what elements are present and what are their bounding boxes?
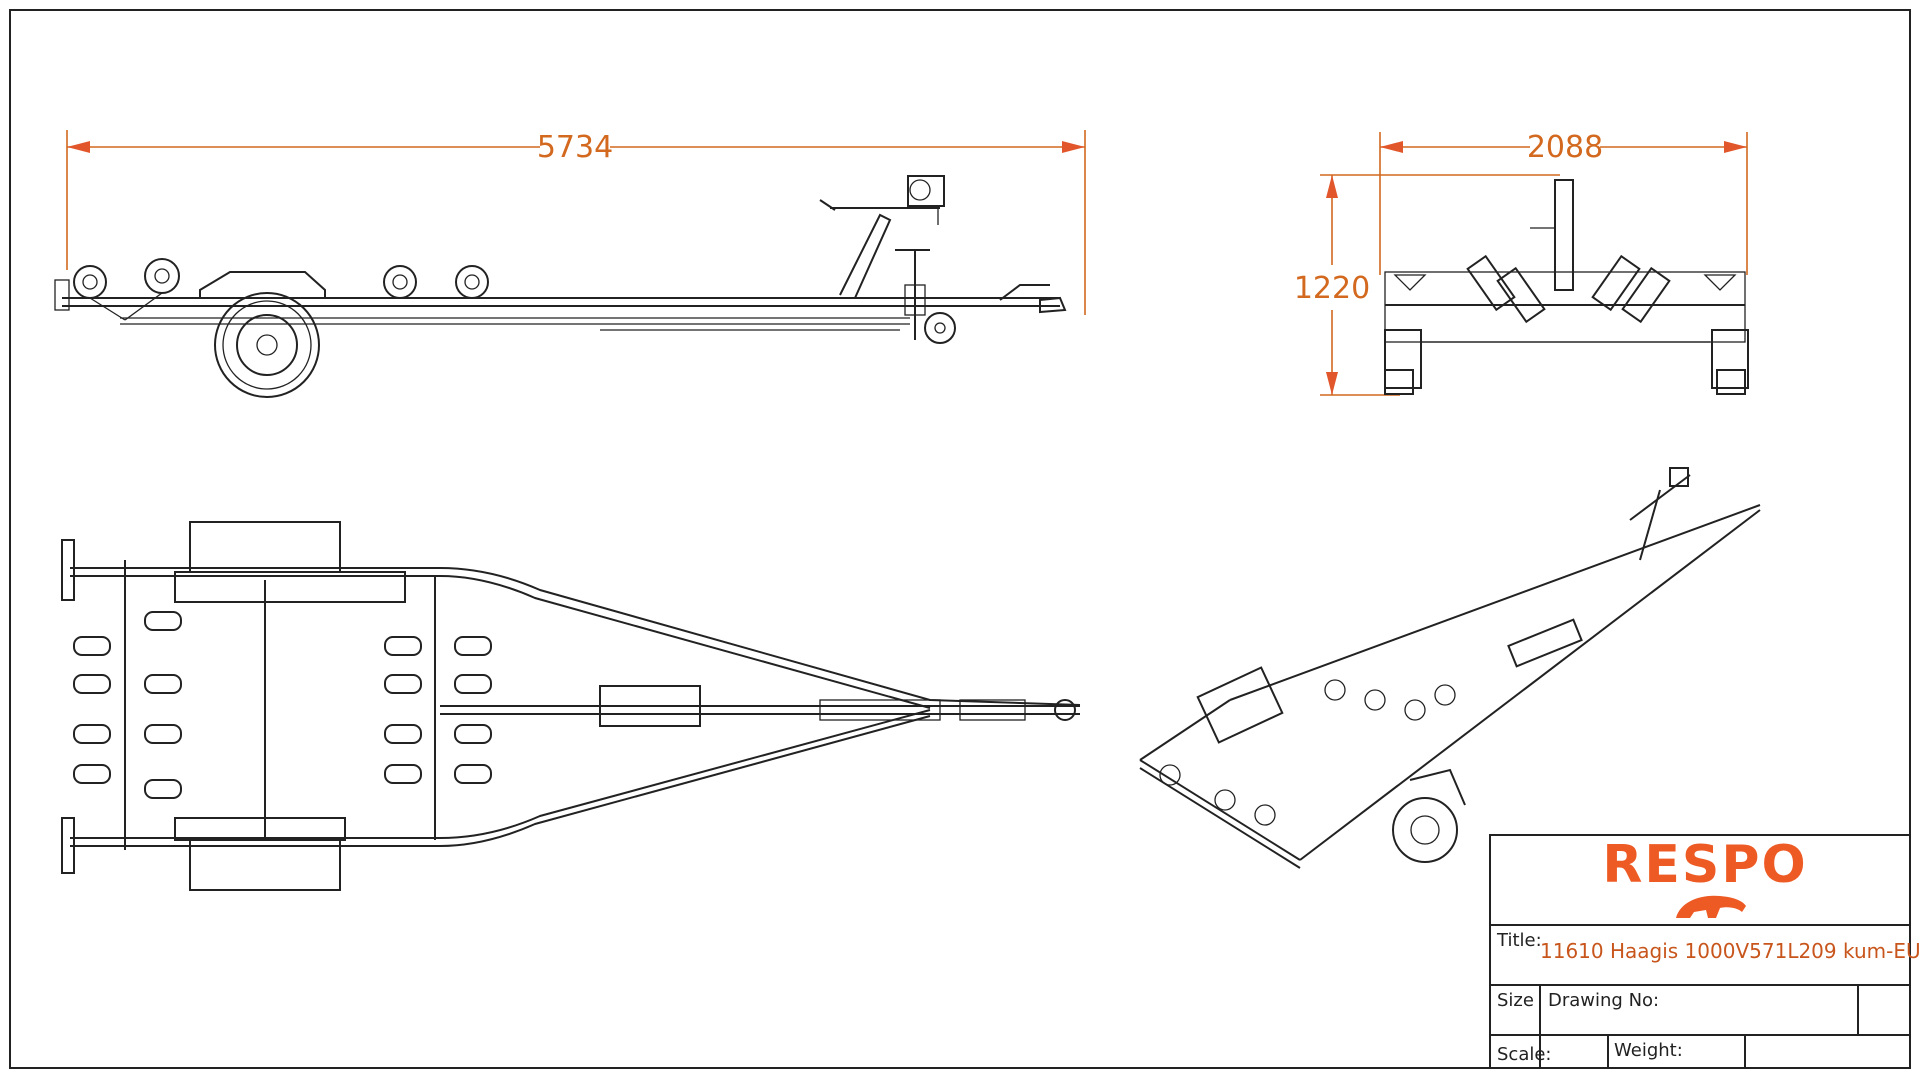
dimension-height: 1220 bbox=[1294, 174, 1560, 396]
title-label: Title: bbox=[1496, 930, 1542, 951]
rear-view-rollers bbox=[1466, 254, 1671, 324]
drawing-no-label: Drawing No: bbox=[1548, 990, 1659, 1011]
side-view: 5734 bbox=[54, 130, 1086, 398]
rear-view: 2088 1220 bbox=[1294, 130, 1749, 396]
respo-logo: RESPO bbox=[1602, 835, 1807, 895]
title-block: RESPO Title: 11610 Haagis 1000V571L209 k… bbox=[1489, 834, 1920, 1069]
scale-label: Scale: bbox=[1497, 1044, 1552, 1065]
middle-rollers bbox=[383, 265, 489, 299]
dimension-length-value: 5734 bbox=[537, 130, 613, 165]
sheet-border bbox=[9, 9, 1911, 1069]
step-plate bbox=[599, 685, 701, 727]
bull-logo-icon bbox=[1676, 895, 1746, 918]
dimension-length: 5734 bbox=[66, 130, 1086, 315]
isometric-view bbox=[1139, 467, 1761, 869]
dimension-width: 2088 bbox=[1379, 130, 1748, 275]
winch-post bbox=[819, 175, 945, 299]
side-wheel bbox=[214, 292, 320, 398]
weight-label: Weight: bbox=[1614, 1040, 1683, 1061]
rear-rollers bbox=[73, 258, 180, 321]
size-label: Size bbox=[1497, 990, 1534, 1011]
top-view bbox=[61, 521, 1081, 891]
jockey-wheel bbox=[895, 249, 956, 344]
top-view-rollers bbox=[73, 611, 492, 799]
dimension-width-value: 2088 bbox=[1527, 130, 1603, 165]
dimension-height-value: 1220 bbox=[1294, 271, 1370, 306]
title-value: 11610 Haagis 1000V571L209 kum-EU2- bbox=[1540, 939, 1920, 963]
